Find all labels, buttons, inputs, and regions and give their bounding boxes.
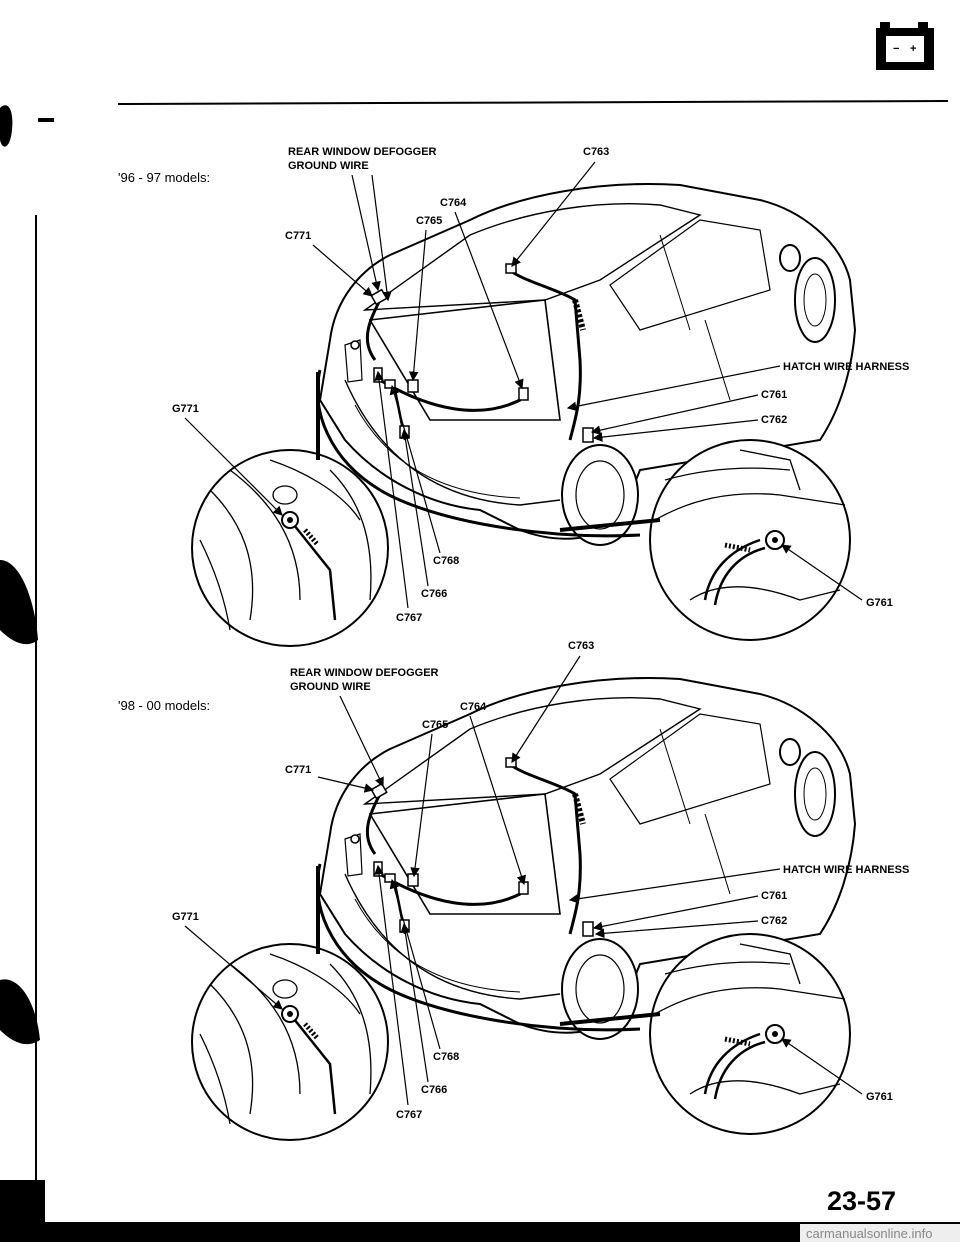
header-rule bbox=[117, 100, 949, 105]
label-c771: C771 bbox=[285, 230, 311, 242]
label-c768: C768 bbox=[433, 1051, 459, 1063]
g761-detail-circle bbox=[650, 934, 850, 1134]
label-defogger-ground-line2: GROUND WIRE bbox=[290, 681, 371, 693]
label-c762: C762 bbox=[761, 915, 787, 927]
label-g771: G771 bbox=[172, 911, 199, 923]
label-defogger-ground-line2: GROUND WIRE bbox=[288, 160, 369, 172]
label-c765: C765 bbox=[422, 719, 448, 731]
label-g761: G761 bbox=[866, 1091, 893, 1103]
label-c764: C764 bbox=[460, 701, 487, 713]
label-c761: C761 bbox=[761, 389, 787, 401]
battery-plus-symbol: + bbox=[910, 43, 916, 55]
watermark[interactable]: carmanualsonline.info bbox=[806, 1226, 932, 1241]
label-c767: C767 bbox=[396, 1109, 422, 1121]
label-c764: C764 bbox=[440, 197, 467, 209]
watermark-box bbox=[800, 1224, 960, 1242]
label-c766: C766 bbox=[421, 588, 447, 600]
g771-detail-circle bbox=[192, 450, 388, 646]
g771-detail-circle bbox=[192, 944, 388, 1140]
label-defogger-ground-line1: REAR WINDOW DEFOGGER bbox=[288, 146, 437, 158]
model-label: '96 - 97 models: bbox=[118, 170, 210, 185]
page-number: 23-57 bbox=[827, 1186, 896, 1216]
label-g771: G771 bbox=[172, 403, 199, 415]
label-c763: C763 bbox=[568, 640, 594, 652]
g761-detail-circle bbox=[650, 440, 850, 640]
label-c768: C768 bbox=[433, 555, 459, 567]
label-hatch-harness: HATCH WIRE HARNESS bbox=[783, 864, 909, 876]
label-c763: C763 bbox=[583, 146, 609, 158]
label-c767: C767 bbox=[396, 612, 422, 624]
diagram-96-97: '96 - 97 models: REAR WINDOW DEFOGGER GR… bbox=[118, 146, 909, 646]
battery-minus-symbol: − bbox=[893, 43, 899, 55]
label-c765: C765 bbox=[416, 215, 442, 227]
diagram-98-00: '98 - 00 models: REAR WINDOW DEFOGGER GR… bbox=[118, 640, 909, 1140]
label-c766: C766 bbox=[421, 1084, 447, 1096]
model-label: '98 - 00 models: bbox=[118, 698, 210, 713]
label-g761: G761 bbox=[866, 597, 893, 609]
label-c762: C762 bbox=[761, 414, 787, 426]
label-c761: C761 bbox=[761, 890, 787, 902]
scan-edge-artifacts bbox=[0, 105, 54, 1242]
label-hatch-harness: HATCH WIRE HARNESS bbox=[783, 361, 909, 373]
label-defogger-ground-line1: REAR WINDOW DEFOGGER bbox=[290, 667, 439, 679]
battery-icon: − + bbox=[876, 22, 934, 70]
label-c771: C771 bbox=[285, 764, 311, 776]
footer-band bbox=[40, 1222, 960, 1242]
